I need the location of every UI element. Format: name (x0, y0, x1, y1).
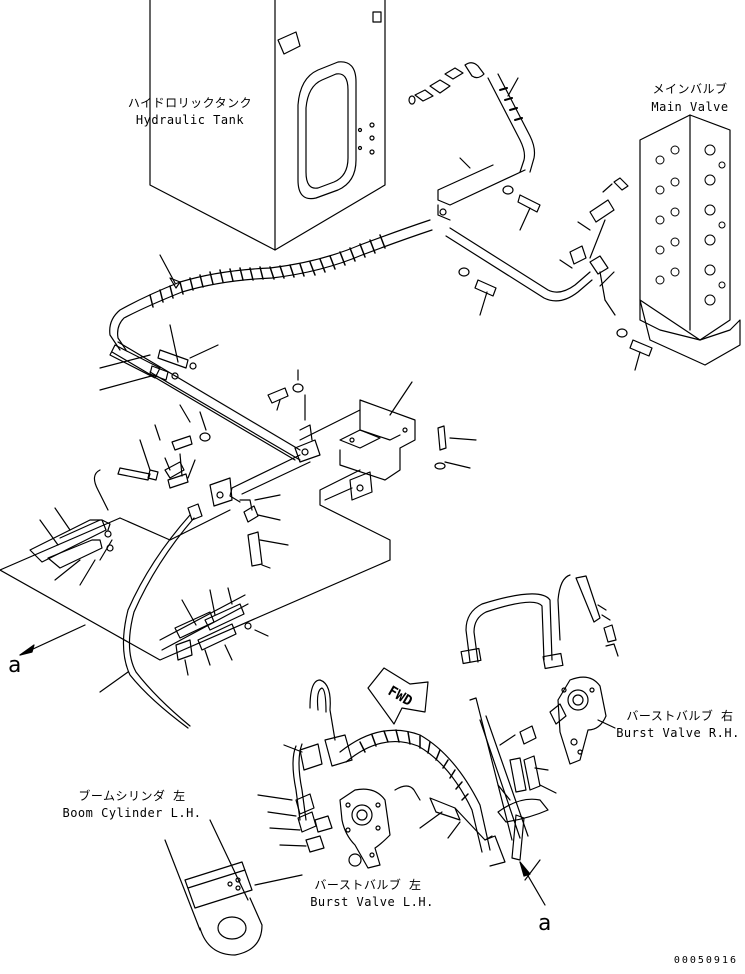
burst-valve-rh-hoses (460, 574, 619, 670)
spiral-hose (109, 219, 433, 351)
burst-valve-lh-label-en: Burst Valve L.H. (310, 895, 434, 909)
burst-valve-rh (549, 676, 616, 765)
ref-label-a-bottom: a (538, 911, 551, 936)
pipe-assembly-left (99, 324, 301, 461)
pipe-down-center (209, 454, 391, 569)
main-pipe-right (445, 227, 593, 302)
ref-arrow-bottom (519, 861, 546, 906)
lower-left-pipes (0, 507, 391, 661)
main-valve-label-en: Main Valve (651, 100, 728, 114)
ref-label-a-left: a (8, 653, 21, 678)
bolt-group-top (458, 185, 653, 371)
leader-lines (154, 77, 615, 441)
hydraulic-tank-label-en: Hydraulic Tank (136, 113, 244, 127)
fwd-label: FWD (385, 683, 415, 710)
ref-arrow-left (19, 624, 86, 656)
thin-cable (99, 503, 203, 729)
lower-center-pipes (159, 587, 269, 676)
bolt-group-center (171, 369, 477, 470)
burst-valve-rh-label-en: Burst Valve R.H. (616, 726, 740, 740)
boom-cylinder-lh-label-jp: ブームシリンダ 左 (78, 788, 185, 803)
burst-valve-lh-label-jp: バーストバルブ 左 (314, 877, 421, 892)
hydraulic-tank-label-jp: ハイドロリックタンク (128, 96, 252, 110)
main-valve-fittings (569, 177, 629, 316)
text-labels: ハイドロリックタンク Hydraulic Tank メインバルブ Main Va… (8, 81, 740, 966)
boom-cylinder-lh-label-en: Boom Cylinder L.H. (62, 806, 201, 820)
hydraulic-tank (149, 0, 386, 251)
tank-top-hose (408, 62, 536, 221)
burst-valve-rh-fittings (469, 697, 557, 881)
main-valve (639, 114, 741, 366)
boom-cylinder-lh-fittings (257, 744, 362, 867)
mounting-bracket (294, 381, 416, 501)
burst-valve-lh-hose (292, 679, 491, 853)
main-valve-label-jp: メインバルブ (652, 81, 727, 96)
drawing-number: 00050916 (674, 955, 738, 966)
boom-cylinder-lh (164, 819, 303, 956)
burst-valve-rh-label-jp: バーストバルブ 右 (626, 708, 733, 723)
fittings-left (93, 439, 196, 511)
burst-valve-lh (339, 785, 493, 869)
fwd-arrow (367, 667, 429, 725)
